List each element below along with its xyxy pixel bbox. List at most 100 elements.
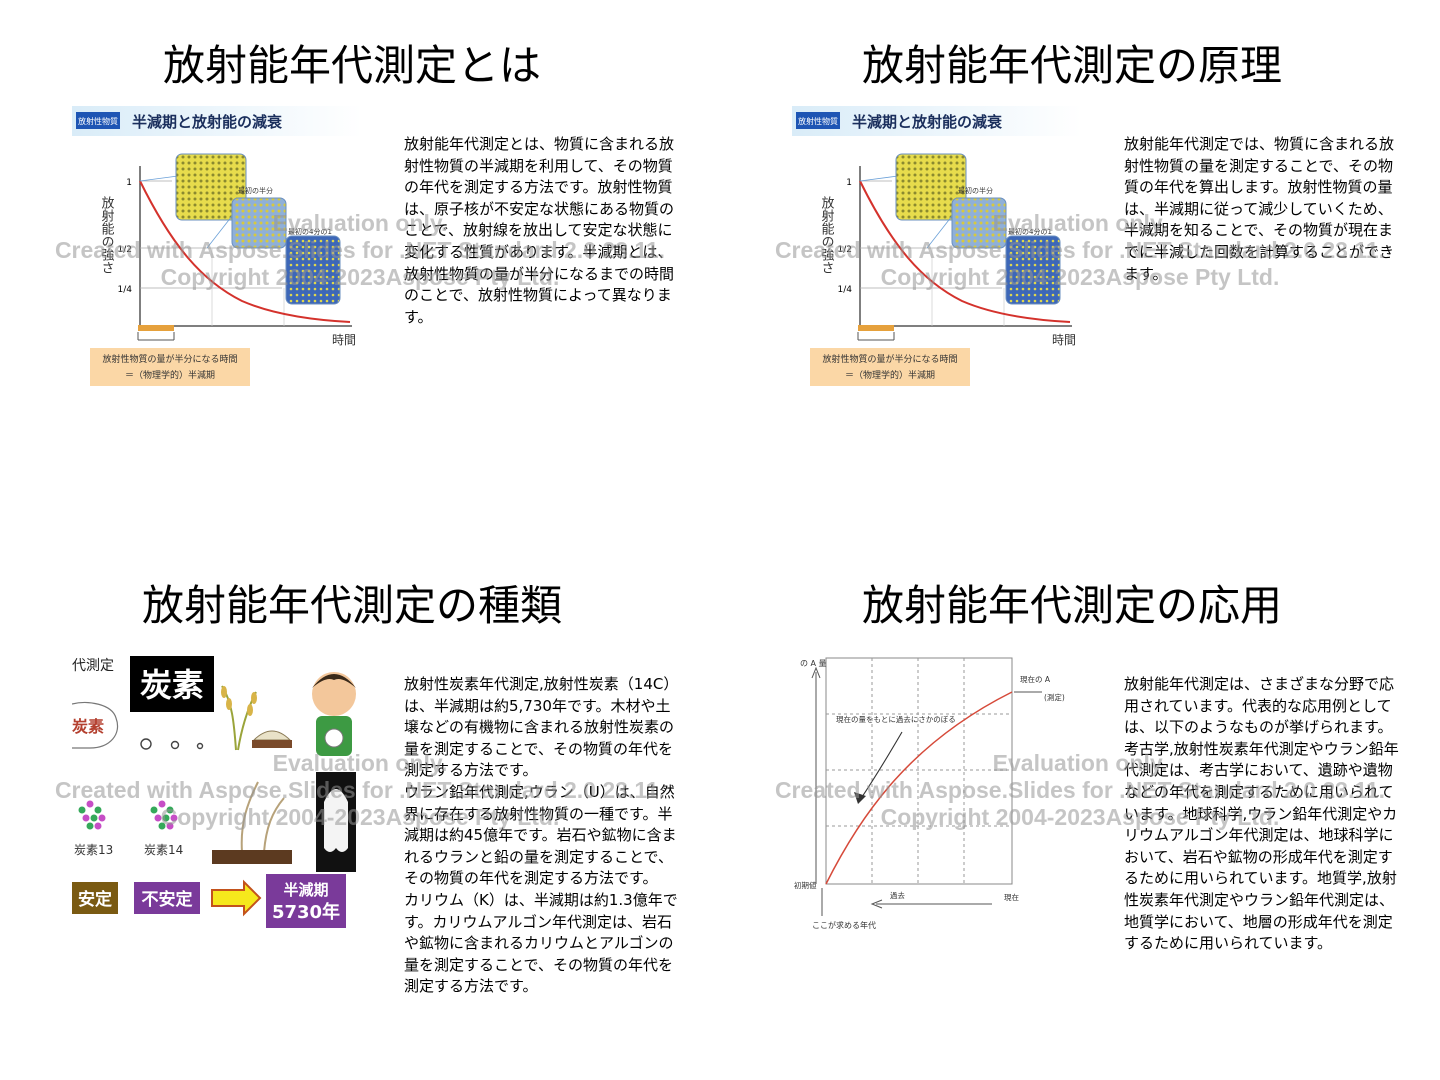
slide-body: 放射能年代測定では、物質に含まれる放射性物質の量を測定することで、その物質の年代… [1124, 134, 1404, 285]
label-quarter: 最初の4分の1 [1008, 227, 1052, 236]
stable-badge [72, 882, 118, 914]
label-quarter: 最初の4分の1 [288, 227, 332, 236]
slide-body: 放射性炭素年代測定,放射性炭素（14C）は、半減期は約5,730年です。木材や土… [404, 674, 684, 998]
half-nuclei-box [951, 197, 1007, 249]
cut-heading: 代測定 [72, 658, 114, 674]
x-axis-label: 時間 [332, 333, 356, 347]
body-paragraph: カリウム（K）は、半減期は約1.3億年です。カリウムアルゴン年代測定は、岩石や鉱… [404, 890, 678, 996]
dating-principle-graph: の A 量 現在の A (測定) 現在の量をもとに過去にさかのぼる 初期値 過去… [792, 652, 1082, 936]
slide-title: 放射能年代測定の応用 [862, 581, 1283, 630]
carbon-dating-figure: 代測定 炭素 炭素 [71, 652, 362, 936]
decay-curve [859, 180, 1071, 323]
tick-quarter: 1/4 [838, 285, 853, 295]
tick-half: 1/2 [838, 245, 852, 255]
label-initial-half: 最初の半分 [238, 186, 273, 195]
body-paragraph: 放射性炭素年代測定,放射性炭素（14C）は、半減期は約5,730年です。木材や土… [404, 675, 679, 780]
arrow-right-icon [211, 879, 262, 917]
watermark-line2: Created with Aspose.Slides for .NET Stan… [774, 237, 1386, 263]
watermark-line1: Evaluation only. [272, 210, 448, 236]
slide-title: 放射能年代測定の原理 [862, 41, 1283, 90]
half-life-line2: 5730年 [272, 901, 340, 923]
all-nuclei-box [175, 153, 247, 221]
decay-illustration: 放射性物質 半減期と放射能の減衰 1 1/2 1/4 放射能の強さ 時間 最初の… [72, 106, 362, 386]
carbon-title-box [130, 656, 214, 712]
all-nuclei-box [895, 153, 967, 221]
tick-half: 1/2 [118, 245, 132, 255]
figure-heading: 半減期と放射能の減衰 [132, 113, 283, 131]
watermark-line2: Created with Aspose.Slides for .NET Stan… [54, 237, 666, 263]
watermark: Evaluation only. Created with Aspose.Sli… [760, 750, 1400, 831]
watermark-line3: Copyright 2004-2023Aspose Pty Ltd. [160, 264, 560, 290]
half-life-badge [266, 874, 346, 928]
watermark-line1: Evaluation only. [992, 750, 1168, 776]
target-age-label: ここが求める年代 [812, 920, 876, 930]
withered-plant-icon [212, 781, 292, 864]
slide-4: 放射能年代測定の応用 の A 量 現在の A (測定) 現在の量をもとに過去にさ… [720, 540, 1440, 1080]
quarter-nuclei-box [1005, 235, 1061, 305]
slide-title: 放射能年代測定の種類 [142, 581, 563, 630]
watermark: Evaluation only. Created with Aspose.Sli… [760, 210, 1400, 291]
now-label: 現在 [1004, 892, 1019, 902]
slide-2: 放射能年代測定の原理 放射性物質 半減期と放射能の減衰 [720, 0, 1440, 540]
label-initial-half: 最初の半分 [958, 186, 993, 195]
decay-illustration: 放射性物質 半減期と放射能の減衰 1 1/2 1/4 放射能の強さ 時間 最初の… [792, 106, 1082, 386]
tick-quarter: 1/4 [118, 285, 133, 295]
y-axis-label: の A 量 [800, 659, 827, 668]
watermark-line3: Copyright 2004-2023Aspose Pty Ltd. [160, 804, 560, 830]
growth-curve [825, 691, 1013, 885]
carbon-illustration: 代測定 炭素 炭素 [71, 656, 356, 928]
carbon-title: 炭素 [140, 666, 204, 704]
watermark: Evaluation only. Created with Aspose.Sli… [40, 210, 680, 291]
half-life-decay-figure: 放射性物質 半減期と放射能の減衰 1 1/2 1/4 放射能の強さ 時間 最初の… [792, 106, 1082, 390]
half-life-decay-figure: 放射性物質 半減期と放射能の減衰 1 1/2 1/4 放射能の強さ 時間 最初の… [72, 106, 362, 390]
decay-curve [139, 180, 351, 323]
past-label: 過去 [890, 890, 905, 900]
tick-1: 1 [126, 178, 132, 188]
carbon13-atom-icon [78, 800, 106, 830]
slide-body: 放射能年代測定は、さまざまな分野で応用されています。代表的な応用例としては、以下… [1124, 674, 1404, 955]
watermark: Evaluation only. Created with Aspose.Sli… [40, 750, 680, 831]
carbon14-label: 炭素14 [144, 843, 183, 857]
caption-box [90, 348, 250, 386]
y-axis-label: 放射能の強さ [819, 196, 835, 274]
back-calc-label: 現在の量をもとに過去にさかのぼる [836, 714, 956, 724]
initial-label: 初期値 [794, 880, 817, 890]
stable-label: 安定 [78, 889, 112, 910]
dating-graph: の A 量 現在の A (測定) 現在の量をもとに過去にさかのぼる 初期値 過去… [794, 657, 1065, 930]
badge [76, 112, 120, 129]
body-paragraph: 放射能年代測定は、さまざまな分野で応用されています。代表的な応用例としては、以下… [1124, 675, 1399, 953]
unstable-badge [134, 882, 200, 914]
watermark-line1: Evaluation only. [272, 750, 448, 776]
present-label: 現在の A [1020, 674, 1051, 684]
carbon14-atom-icon [150, 800, 178, 830]
caption-line2: ＝（物理学的）半減期 [125, 369, 215, 381]
slide-title: 放射能年代測定とは [163, 41, 542, 90]
carbon13-label: 炭素13 [74, 843, 113, 857]
watermark-line2: Created with Aspose.Slides for .NET Stan… [774, 777, 1386, 803]
slide-1: 放射能年代測定とは 放射性物質 半減期と放射能の減衰 [0, 0, 720, 540]
tick-1: 1 [846, 178, 852, 188]
watermark-line2: Created with Aspose.Slides for .NET Stan… [54, 777, 666, 803]
badge-label: 放射性物質 [78, 116, 118, 126]
caption-line1: 放射性物質の量が半分になる時間 [102, 353, 237, 365]
body-paragraph: 放射能年代測定とは、物質に含まれる放射性物質の半減期を利用して、その物質の年代を… [404, 135, 675, 326]
figure-heading: 半減期と放射能の減衰 [852, 113, 1003, 131]
slide-3: 放射能年代測定の種類 代測定 炭素 炭素 [0, 540, 720, 1080]
body-paragraph: 放射能年代測定では、物質に含まれる放射性物質の量を測定することで、その物質の年代… [1124, 135, 1395, 283]
rice-plant-icon [221, 685, 292, 751]
person-eating-icon [312, 672, 356, 756]
body-paragraph: ウラン鉛年代測定,ウラン（U）は、自然界に存在する放射性物質の一種です。半減期は… [404, 782, 677, 888]
badge [796, 112, 840, 129]
half-life-line1: 半減期 [283, 881, 328, 899]
x-axis-label: 時間 [1052, 333, 1076, 347]
caption-line2: ＝（物理学的）半減期 [845, 369, 935, 381]
badge-label: 放射性物質 [798, 116, 838, 126]
watermark-line3: Copyright 2004-2023Aspose Pty Ltd. [880, 264, 1280, 290]
caption-line1: 放射性物質の量が半分になる時間 [822, 353, 957, 365]
half-nuclei-box [231, 197, 287, 249]
unstable-label: 不安定 [142, 889, 193, 910]
quarter-nuclei-box [285, 235, 341, 305]
cut-carbon-label: 炭素 [72, 717, 104, 736]
y-axis-label: 放射能の強さ [99, 196, 115, 274]
caption-box [810, 348, 970, 386]
